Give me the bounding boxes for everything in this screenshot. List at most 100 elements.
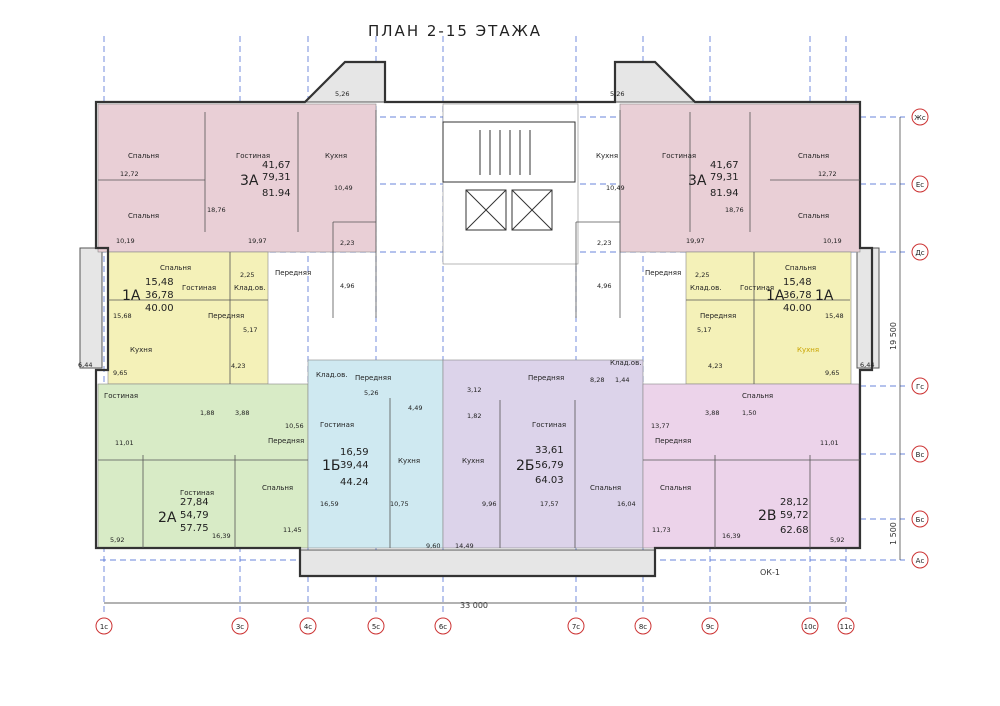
apartment-living: 41,67 xyxy=(262,160,291,171)
room-label: Кухня xyxy=(797,346,819,354)
room-area: 2,23 xyxy=(597,239,611,247)
room-area: 10,56 xyxy=(285,422,304,430)
plan-title: ПЛАН 2-15 ЭТАЖА xyxy=(368,22,542,40)
room-area: 10,49 xyxy=(334,184,353,192)
room-area: 1,88 xyxy=(200,409,214,417)
room-area: 10,19 xyxy=(116,237,135,245)
apartment-labels: 3А 41,67 79,31 81.94 3А 41,67 79,31 81.9… xyxy=(122,160,834,536)
room-area: 16,39 xyxy=(722,532,741,540)
room-area: 12,72 xyxy=(818,170,837,178)
axis-label: Бс xyxy=(916,516,925,524)
room-label: Кухня xyxy=(325,152,347,160)
apartment-code: 1Б xyxy=(322,458,341,474)
room-label: Гостиная xyxy=(320,421,354,429)
room-label: Передняя xyxy=(208,312,244,320)
room-area: 4,49 xyxy=(408,404,422,412)
room-area: 19,97 xyxy=(248,237,267,245)
dimension-edge: 1 500 xyxy=(889,522,898,545)
room-area: 5,17 xyxy=(243,326,257,334)
room-label: Клад.ов. xyxy=(234,284,265,292)
room-labels: Спальня Гостиная Кухня Спальня Гостиная … xyxy=(104,152,829,497)
room-area: 16,04 xyxy=(617,500,636,508)
room-area: 3,88 xyxy=(235,409,249,417)
room-area: 1,82 xyxy=(467,412,481,420)
room-label: Спальня xyxy=(128,152,159,160)
apartment-total: 39,44 xyxy=(340,460,369,471)
room-areas: 5,26 5,26 12,72 12,72 18,76 18,76 10,49 … xyxy=(78,90,874,550)
apartment-code-secondary: 1А xyxy=(815,288,834,304)
room-area: 17,57 xyxy=(540,500,559,508)
axis-label: 3с xyxy=(236,623,244,631)
axis-label: 1с xyxy=(100,623,108,631)
room-label: Спальня xyxy=(590,484,621,492)
room-area: 16,39 xyxy=(212,532,231,540)
room-label: Клад.ов. xyxy=(316,371,347,379)
apartment-gross: 44.24 xyxy=(340,477,369,488)
room-label: Спальня xyxy=(160,264,191,272)
room-area: 11,01 xyxy=(820,439,839,447)
room-area: 4,96 xyxy=(340,282,354,290)
room-label: Гостиная xyxy=(104,392,138,400)
axis-label: Ас xyxy=(916,557,925,565)
apartment-gross: 64.03 xyxy=(535,475,564,486)
room-area: 9,60 xyxy=(426,542,440,550)
room-label: Спальня xyxy=(785,264,816,272)
room-area: 5,26 xyxy=(335,90,349,98)
axis-markers-right: Жс Ес Дс Гс Вс Бс Ас xyxy=(911,108,929,569)
apartment-total: 79,31 xyxy=(710,172,739,183)
apartment-code: 1А xyxy=(766,288,785,304)
room-label: Гостиная xyxy=(532,421,566,429)
room-area: 4,23 xyxy=(708,362,722,370)
room-label: Спальня xyxy=(798,152,829,160)
room-area: 2,25 xyxy=(695,271,709,279)
room-label: Спальня xyxy=(798,212,829,220)
apartment-total: 79,31 xyxy=(262,172,291,183)
axis-label: 7с xyxy=(572,623,580,631)
apartment-zones xyxy=(97,103,861,549)
room-area: 3,12 xyxy=(467,386,481,394)
apartment-gross: 40.00 xyxy=(145,303,174,314)
room-area: 15,68 xyxy=(113,312,132,320)
room-area: 4,23 xyxy=(231,362,245,370)
apartment-gross: 81.94 xyxy=(710,188,739,199)
room-area: 9,96 xyxy=(482,500,496,508)
room-label: Гостиная xyxy=(236,152,270,160)
apartment-living: 28,12 xyxy=(780,497,809,508)
axis-label: 6с xyxy=(439,623,447,631)
room-area: 5,92 xyxy=(110,536,124,544)
apartment-living: 15,48 xyxy=(145,277,174,288)
axis-label: 5с xyxy=(372,623,380,631)
room-area: 5,26 xyxy=(610,90,624,98)
room-label: Клад.ов. xyxy=(610,359,641,367)
apartment-code: 2А xyxy=(158,510,177,526)
room-area: 5,26 xyxy=(364,389,378,397)
room-area: 10,75 xyxy=(390,500,409,508)
apartment-gross: 40.00 xyxy=(783,303,812,314)
axis-label: 8с xyxy=(639,623,647,631)
axis-label: Гс xyxy=(916,383,924,391)
dimension-width: 33 000 xyxy=(460,601,488,610)
room-area: 8,28 xyxy=(590,376,604,384)
room-area: 18,76 xyxy=(207,206,226,214)
room-label: Кухня xyxy=(462,457,484,465)
room-area: 11,73 xyxy=(652,526,671,534)
apartment-gross: 62.68 xyxy=(780,525,809,536)
room-area: 13,77 xyxy=(651,422,670,430)
room-area: 2,25 xyxy=(240,271,254,279)
room-area: 12,72 xyxy=(120,170,139,178)
room-area: 15,48 xyxy=(825,312,844,320)
apartment-code: 2Б xyxy=(516,458,535,474)
room-label: Передняя xyxy=(268,437,304,445)
room-label: Спальня xyxy=(742,392,773,400)
room-area: 1,50 xyxy=(742,409,756,417)
axis-label: Вс xyxy=(916,451,925,459)
axis-label: Дс xyxy=(915,249,924,257)
room-area: 9,65 xyxy=(825,369,839,377)
dimension-height: 19 500 xyxy=(889,322,898,350)
room-area: 18,76 xyxy=(725,206,744,214)
apartment-total: 36,78 xyxy=(783,290,812,301)
apartment-living: 16,59 xyxy=(340,447,369,458)
apartment-code: 2В xyxy=(758,508,777,524)
room-area: 2,23 xyxy=(340,239,354,247)
room-label: Спальня xyxy=(128,212,159,220)
